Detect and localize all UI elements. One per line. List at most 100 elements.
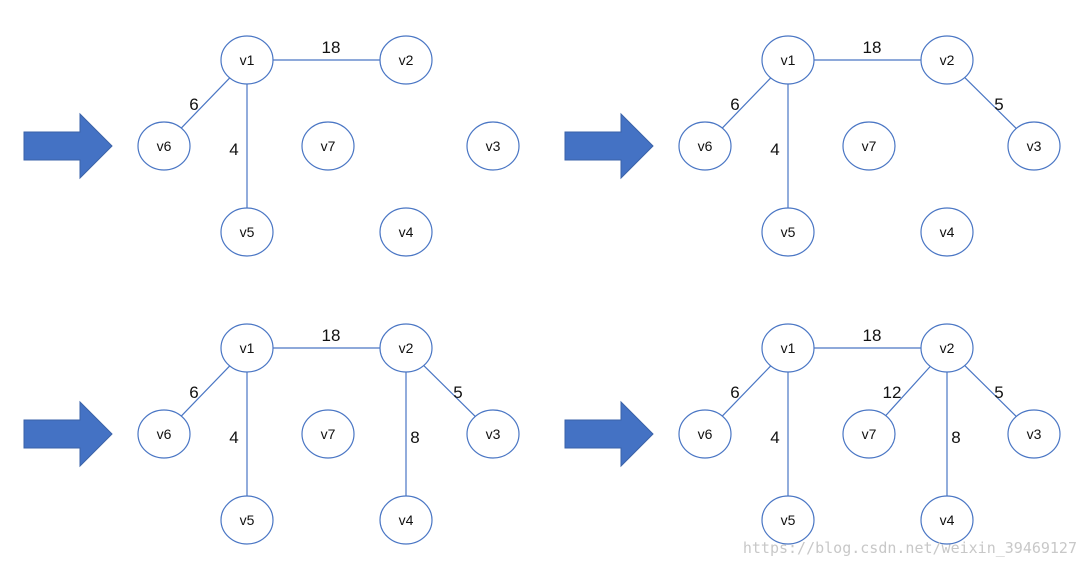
node-v1-circle <box>220 323 274 373</box>
node-v3-circle <box>466 409 520 459</box>
node-v3-label: v3 <box>486 138 501 154</box>
edge-v2-v7 <box>885 365 931 417</box>
edge-weight-v2-v4: 8 <box>410 428 419 447</box>
edge-weight-v2-v7: 12 <box>883 383 902 402</box>
edge-weight-v1-v2: 18 <box>863 326 882 345</box>
node-v5-circle <box>761 495 815 545</box>
node-v3: v3 <box>466 121 520 171</box>
node-v6-circle <box>137 121 191 171</box>
node-v3-circle <box>466 121 520 171</box>
node-v2-circle <box>379 35 433 85</box>
node-v2-label: v2 <box>940 340 955 356</box>
node-v5-label: v5 <box>781 224 796 240</box>
node-v2: v2 <box>920 35 974 85</box>
node-v6-label: v6 <box>698 138 713 154</box>
edge-weight-v1-v5: 4 <box>229 428 238 447</box>
edge-v1-v6 <box>721 77 772 129</box>
node-v4: v4 <box>920 495 974 545</box>
edge-v1-v6 <box>180 365 231 417</box>
node-v6-label: v6 <box>157 426 172 442</box>
node-v1: v1 <box>761 35 815 85</box>
node-v1-label: v1 <box>240 52 255 68</box>
node-v2-circle <box>379 323 433 373</box>
node-v5: v5 <box>220 207 274 257</box>
node-v6-label: v6 <box>698 426 713 442</box>
node-v7-label: v7 <box>862 138 877 154</box>
node-v5: v5 <box>220 495 274 545</box>
watermark-text: https://blog.csdn.net/weixin_39469127 <box>743 539 1077 557</box>
edge-weight-v1-v5: 4 <box>229 140 238 159</box>
node-v6-label: v6 <box>157 138 172 154</box>
node-v5-circle <box>761 207 815 257</box>
edge-weight-v1-v5: 4 <box>770 140 779 159</box>
node-v5-label: v5 <box>240 512 255 528</box>
node-v6-circle <box>137 409 191 459</box>
edge-weight-v1-v5: 4 <box>770 428 779 447</box>
right-arrow-icon <box>23 112 113 180</box>
node-v4-circle <box>920 495 974 545</box>
node-v7-label: v7 <box>321 138 336 154</box>
node-v7: v7 <box>301 121 355 171</box>
edge-v1-v6 <box>721 365 772 417</box>
edge-v2-v3 <box>964 365 1017 417</box>
node-v1: v1 <box>220 323 274 373</box>
node-v3: v3 <box>1007 409 1061 459</box>
node-v7: v7 <box>842 121 896 171</box>
edge-weight-v2-v4: 8 <box>951 428 960 447</box>
node-v2-circle <box>920 35 974 85</box>
edge-weight-v2-v3: 5 <box>453 383 462 402</box>
node-v7-circle <box>301 121 355 171</box>
node-v6: v6 <box>137 121 191 171</box>
edge-weight-v2-v3: 5 <box>994 383 1003 402</box>
node-v6-circle <box>678 409 732 459</box>
node-v7-circle <box>301 409 355 459</box>
node-v6: v6 <box>678 409 732 459</box>
node-v2: v2 <box>920 323 974 373</box>
node-v1-label: v1 <box>781 52 796 68</box>
panel-1: 18 6 4 v1 v2 v6 v7 v3 v5 v4 <box>23 35 520 257</box>
node-v4: v4 <box>379 495 433 545</box>
right-arrow-icon <box>564 400 654 468</box>
node-v3-circle <box>1007 409 1061 459</box>
node-v2-label: v2 <box>399 340 414 356</box>
node-v5-label: v5 <box>781 512 796 528</box>
node-v4-label: v4 <box>399 224 414 240</box>
node-v3-label: v3 <box>486 426 501 442</box>
edge-v2-v3 <box>964 77 1017 129</box>
node-v4-label: v4 <box>940 224 955 240</box>
node-v7-label: v7 <box>862 426 877 442</box>
node-v1-label: v1 <box>781 340 796 356</box>
node-v3: v3 <box>466 409 520 459</box>
node-v4-circle <box>379 207 433 257</box>
edge-weight-v1-v2: 18 <box>322 326 341 345</box>
node-v5-circle <box>220 207 274 257</box>
node-v3-label: v3 <box>1027 426 1042 442</box>
node-v1-label: v1 <box>240 340 255 356</box>
edge-weight-v1-v2: 18 <box>322 38 341 57</box>
node-v5-circle <box>220 495 274 545</box>
edge-weight-v1-v2: 18 <box>863 38 882 57</box>
node-v7-circle <box>842 409 896 459</box>
node-v1: v1 <box>220 35 274 85</box>
node-v1-circle <box>761 35 815 85</box>
right-arrow-icon <box>23 400 113 468</box>
node-v2-label: v2 <box>399 52 414 68</box>
node-v2-circle <box>920 323 974 373</box>
edge-weight-v1-v6: 6 <box>730 95 739 114</box>
node-v4: v4 <box>920 207 974 257</box>
node-v1-circle <box>761 323 815 373</box>
right-arrow-icon <box>564 112 654 180</box>
node-v6-circle <box>678 121 732 171</box>
node-v1-circle <box>220 35 274 85</box>
node-v4-label: v4 <box>940 512 955 528</box>
node-v5: v5 <box>761 495 815 545</box>
node-v7-label: v7 <box>321 426 336 442</box>
node-v7-circle <box>842 121 896 171</box>
node-v6: v6 <box>678 121 732 171</box>
node-v4-label: v4 <box>399 512 414 528</box>
node-v2-label: v2 <box>940 52 955 68</box>
edge-weight-v1-v6: 6 <box>189 95 198 114</box>
